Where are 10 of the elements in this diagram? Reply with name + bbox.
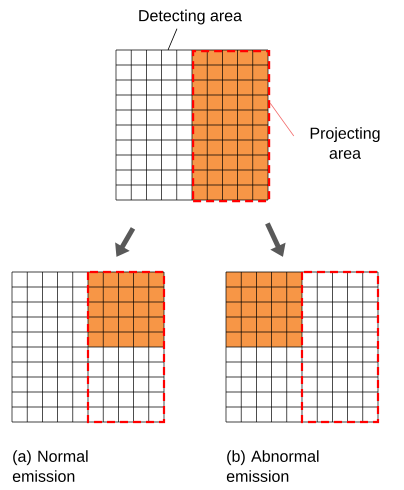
node-label: (a) Normal emission [12, 450, 88, 482]
leader-line [168, 28, 178, 50]
leader-line [270, 102, 294, 136]
node-label: (b) Abnormal emission [226, 450, 318, 482]
grid-drawing [226, 270, 380, 424]
dashed-region [192, 50, 270, 202]
grid-drawing [12, 270, 166, 424]
grid-drawing [116, 50, 268, 200]
area-label: Detecting area [139, 10, 242, 24]
area-label: Projecting area [310, 127, 380, 159]
